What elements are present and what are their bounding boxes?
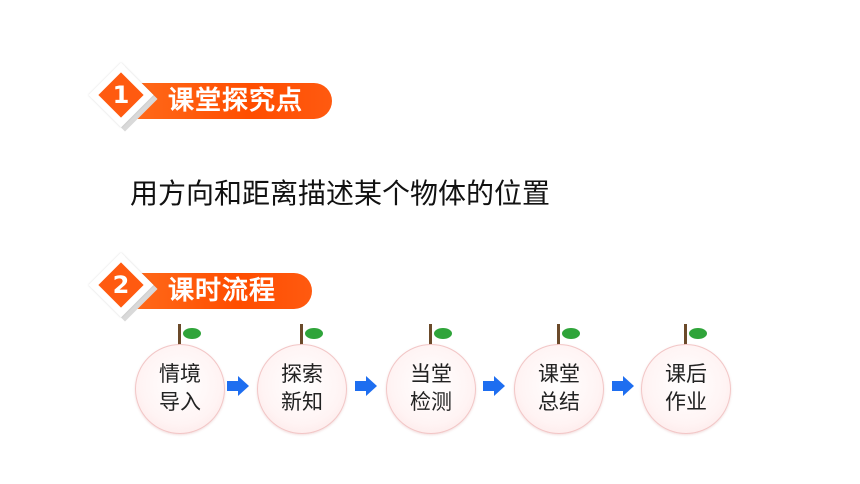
stem-icon — [300, 324, 303, 346]
flow-step-4[interactable]: 课堂总结 — [514, 320, 604, 436]
flow-step-3[interactable]: 当堂检测 — [386, 320, 476, 436]
apple-circle — [514, 344, 604, 434]
arrow-right-icon — [355, 376, 377, 396]
leaf-icon — [183, 328, 201, 339]
leaf-icon — [689, 328, 707, 339]
apple-circle — [257, 344, 347, 434]
lesson-flow: 情境导入 探索新知 当堂检测 课堂总结 — [0, 320, 860, 440]
section-bar — [132, 273, 312, 309]
lesson-topic: 用方向和距离描述某个物体的位置 — [130, 177, 551, 210]
leaf-icon — [434, 328, 452, 339]
flow-step-1[interactable]: 情境导入 — [135, 320, 225, 436]
flow-step-2[interactable]: 探索新知 — [257, 320, 347, 436]
flow-step-label: 课堂总结 — [538, 362, 580, 414]
apple-circle — [641, 344, 731, 434]
arrow-right-icon — [612, 376, 634, 396]
flow-step-label: 课后作业 — [665, 362, 707, 414]
section-title: 课堂探究点 — [168, 86, 304, 116]
flow-step-5[interactable]: 课后作业 — [641, 320, 731, 436]
flow-step-label: 当堂检测 — [410, 362, 452, 414]
arrow-right-icon — [227, 376, 249, 396]
section-number: 1 — [112, 81, 130, 109]
flow-step-label: 情境导入 — [159, 362, 201, 414]
leaf-icon — [305, 328, 323, 339]
stem-icon — [684, 324, 687, 346]
stem-icon — [178, 324, 181, 346]
section-header-2: 2 课时流程 — [88, 252, 356, 326]
leaf-icon — [562, 328, 580, 339]
arrow-right-icon — [483, 376, 505, 396]
section-number: 2 — [112, 271, 130, 299]
section-title: 课时流程 — [168, 276, 277, 306]
section-bar — [132, 83, 332, 119]
apple-circle — [386, 344, 476, 434]
stem-icon — [429, 324, 432, 346]
stem-icon — [557, 324, 560, 346]
section-header-1: 1 课堂探究点 — [88, 62, 356, 136]
flow-step-label: 探索新知 — [281, 362, 323, 414]
apple-circle — [135, 344, 225, 434]
